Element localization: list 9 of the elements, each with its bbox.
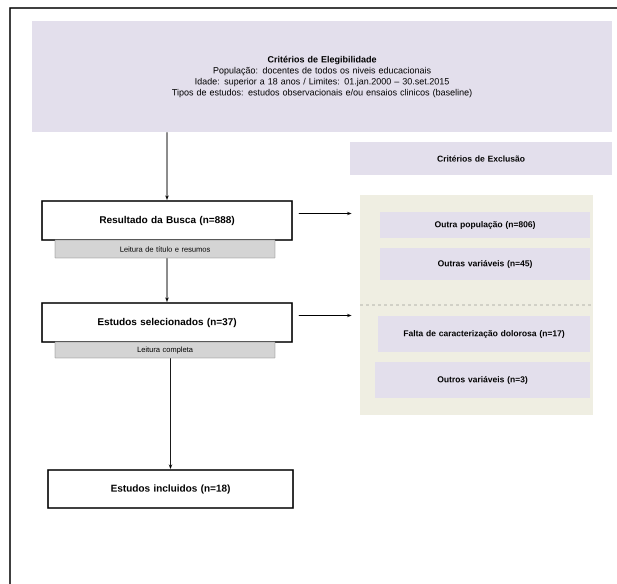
header-box: Critérios de Exclusão (350, 142, 612, 175)
exclusion-box: Outra população (n=806) (380, 212, 590, 238)
exclusion-box: Falta de caracterização dolorosa (n=17) (378, 316, 590, 352)
criteria-box: Critérios de Elegibilidade População: docentes de todos os niveis educacionais Idade: superior a 18 anos / Limites: 01.jan.2000 – 30.set.2015 Tipos de estudos: estudos observacionais e/ou ensaios clinicos (baseline) (32, 21, 612, 132)
process-box: Estudos selecionados (n=37) (41, 302, 293, 343)
exclusion-box: Outros variáveis (n=3) (375, 362, 590, 398)
exclusion-box: Outras variáveis (n=45) (380, 248, 590, 280)
process-box: Resultado da Busca (n=888) (41, 200, 293, 241)
process-box: Estudos incluidos (n=18) (47, 469, 294, 509)
